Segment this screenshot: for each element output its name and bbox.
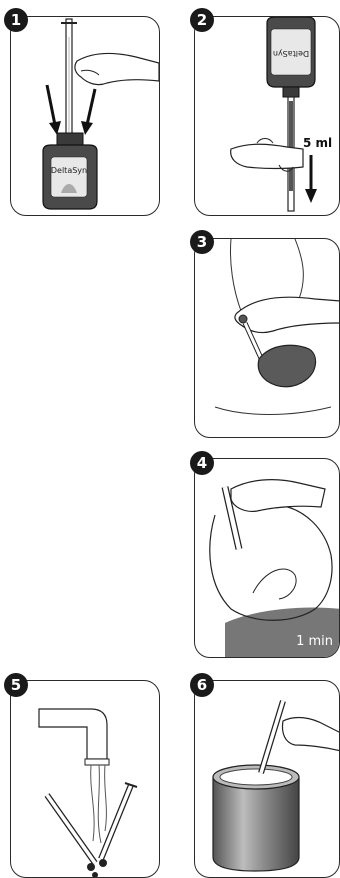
step-2-panel: DeltaSyn 5 ml <box>194 16 340 216</box>
step-2-volume-label: 5 ml <box>303 136 332 150</box>
step-5-panel <box>10 680 160 878</box>
step-2-bottle-label: DeltaSyn <box>273 49 309 58</box>
step-3-panel <box>194 238 340 438</box>
step-1-illustration: DeltaSyn <box>11 17 160 216</box>
step-3-badge: 3 <box>190 230 214 254</box>
step-4-time-label: 1 min <box>296 634 333 649</box>
step-5-badge: 5 <box>4 673 28 697</box>
step-6-panel <box>194 680 340 878</box>
step-5-illustration <box>11 681 160 878</box>
step-3-illustration <box>195 239 340 438</box>
step-6-illustration <box>195 681 340 878</box>
step-1-panel: DeltaSyn <box>10 16 160 216</box>
step-2-illustration: DeltaSyn 5 ml <box>195 17 340 216</box>
step-1-badge: 1 <box>4 8 28 32</box>
step-2-badge: 2 <box>190 8 214 32</box>
step-4-illustration: 1 min <box>195 459 340 658</box>
step-4-panel: 1 min <box>194 458 340 658</box>
step-4-badge: 4 <box>190 451 214 475</box>
step-6-badge: 6 <box>190 673 214 697</box>
step-1-bottle-label: DeltaSyn <box>51 166 87 175</box>
